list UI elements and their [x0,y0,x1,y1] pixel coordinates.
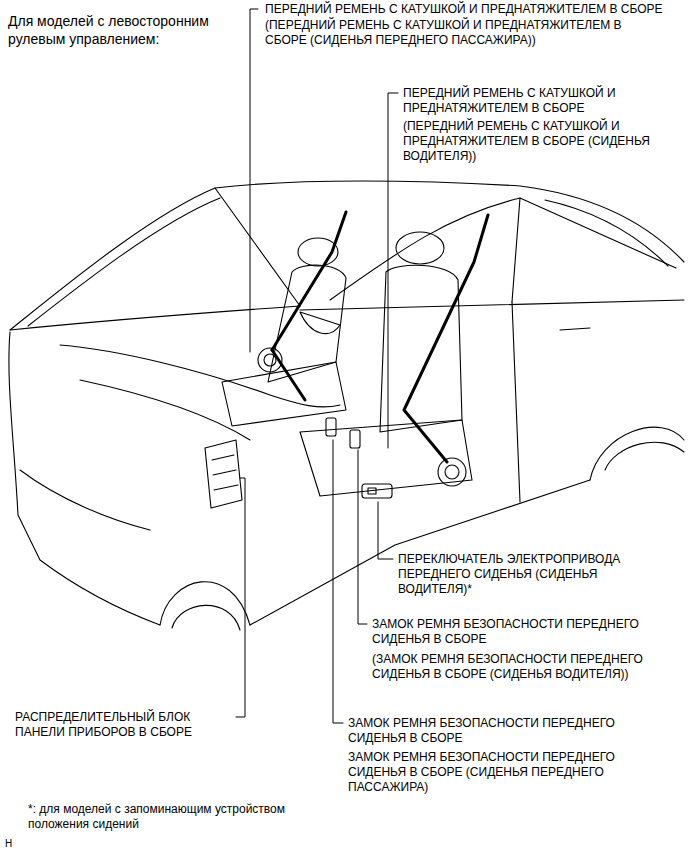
a-pillar [215,188,300,306]
front-wheel [172,605,240,630]
leader-line [236,478,245,717]
belt-line [300,300,684,310]
seat-belt [272,350,305,400]
leader-line [358,450,367,624]
dashboard-lower [80,380,250,440]
buckle [350,430,360,448]
retractor [445,465,459,479]
door-handle [560,328,590,330]
part-label: (ПЕРЕДНИЙ РЕМЕНЬ С КАТУШКОЙ И ПРЕДНАТЯЖИ… [265,18,665,48]
seat-switch [368,488,376,494]
bumper-line [20,470,150,530]
part-label: ЗАМОК РЕМНЯ БЕЗОПАСНОСТИ ПЕРЕДНЕГО СИДЕН… [348,750,668,795]
buckle [326,418,336,436]
seat-back [268,265,346,382]
headrest [396,232,444,264]
windshield-inner [28,198,220,326]
part-label: ПЕРЕДНИЙ РЕМЕНЬ С КАТУШКОЙ И ПРЕДНАТЯЖИТ… [403,86,678,116]
rear-wheel [605,442,684,470]
junction-block [212,455,238,490]
retractor [264,354,276,366]
part-label: РАСПРЕДЕЛИТЕЛЬНЫЙ БЛОК ПАНЕЛИ ПРИБОРОВ В… [15,710,230,740]
rear-wheel-arch [590,427,684,480]
part-label: ПЕРЕКЛЮЧАТЕЛЬ ЭЛЕКТРОПРИВОДА ПЕРЕДНЕГО С… [398,552,658,597]
door-seam [512,302,520,502]
seat-belt [272,212,346,350]
part-label: ЗАМОК РЕМНЯ БЕЗОПАСНОСТИ ПЕРЕДНЕГО СИДЕН… [372,617,672,647]
rear-window [545,200,668,266]
leader-line [378,502,393,559]
footnote: *: для моделей с запоминающим устройство… [28,802,348,832]
heading: Для моделей с левосторонним рулевым упра… [8,12,253,48]
retractor [438,458,466,486]
hood-front [9,332,160,625]
watermark: H [5,836,35,851]
door-window [330,198,676,300]
retractor [258,348,282,372]
front-wheel-arch [160,582,250,625]
seat-switch [362,484,392,498]
part-label: ЗАМОК РЕМНЯ БЕЗОПАСНОСТИ ПЕРЕДНЕГО СИДЕН… [348,716,668,746]
part-label: (ЗАМОК РЕМНЯ БЕЗОПАСНОСТИ ПЕРЕДНЕГО СИДЕ… [372,652,682,682]
part-label: ПЕРЕДНИЙ РЕМЕНЬ С КАТУШКОЙ И ПРЕДНАТЯЖИТ… [265,2,665,17]
dashboard [60,345,340,407]
roof-line [10,181,684,330]
leader-line [250,9,258,352]
b-pillar [512,198,520,302]
mirror [300,312,340,334]
seat-back [380,265,462,432]
windshield-base [10,306,300,330]
seat-cushion [222,362,346,426]
junction-block [205,440,242,508]
part-label: (ПЕРЕДНИЙ РЕМЕНЬ С КАТУШКОЙ И ПРЕДНАТЯЖИ… [403,119,678,164]
seat-belt [404,215,488,462]
leader-line [388,93,398,448]
leader-line [333,440,343,723]
